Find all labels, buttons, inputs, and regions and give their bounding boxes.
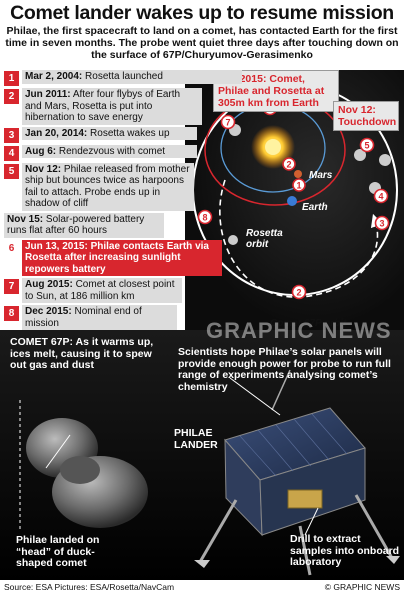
marker-3: 3 xyxy=(379,219,384,229)
marker-2: 2 xyxy=(296,288,301,298)
timeline-item: 3 Jan 20, 2014: Rosetta wakes up xyxy=(4,126,242,143)
marker-4: 4 xyxy=(378,192,383,202)
earth-planet xyxy=(287,196,297,206)
timeline-item: 5 Nov 12: Philae released from mother sh… xyxy=(4,162,242,211)
comet-caption: COMET 67P: As it warms up, ices melt, ca… xyxy=(10,336,154,371)
orbit-diagram: 6 7 8 5 4 3 2 1 2 Mars Earth xyxy=(192,84,398,300)
timeline-item: 7 Aug 2015: Comet at closest point to Su… xyxy=(4,278,242,303)
footer: Source: ESA Pictures: ESA/Rosetta/NavCam… xyxy=(0,580,404,594)
rosetta-orbit-path xyxy=(219,179,384,298)
timeline-item: Nov 15: Solar-powered battery runs flat … xyxy=(4,212,242,238)
timeline-item: 8 Dec 2015: Nominal end of mission xyxy=(4,305,242,330)
footer-source: Source: ESA Pictures: ESA/Rosetta/NavCam xyxy=(4,582,175,592)
timeline-item-highlight: 6 Jun 13, 2015: Philae contacts Earth vi… xyxy=(4,239,242,276)
watermark: GRAPHIC NEWS xyxy=(206,318,392,343)
timeline-item: 2 Jun 2011: After four flybys of Earth a… xyxy=(4,88,242,125)
rosetta-orbit-label: Rosetta orbit xyxy=(246,228,283,250)
marker-5: 5 xyxy=(364,141,369,151)
page-title: Comet lander wakes up to resume mission xyxy=(10,2,394,24)
comet-orbit-label: Comet 67P orbit xyxy=(270,318,347,329)
lander-label: PHILAE LANDER xyxy=(174,427,218,451)
timeline-item: 4 Aug 6: Rendezvous with comet xyxy=(4,144,242,161)
earth-label: Earth xyxy=(302,202,328,213)
drill-caption: Drill to extract samples into onboard la… xyxy=(290,533,400,568)
bottom-illustrations xyxy=(19,369,400,576)
footer-copyright: © GRAPHIC NEWS xyxy=(324,582,400,592)
landed-caption: Philae landed on “head” of duck-shaped c… xyxy=(16,534,100,569)
page-subtitle: Philae, the first spacecraft to land on … xyxy=(5,25,399,61)
timeline-item: 1 Mar 2, 2004: Rosetta launched xyxy=(4,70,242,86)
mars-label: Mars xyxy=(309,170,333,181)
marker-8: 8 xyxy=(202,213,207,223)
marker-7: 7 xyxy=(225,118,230,128)
mars-planet xyxy=(294,170,302,178)
timeline: 1 Mar 2, 2004: Rosetta launched 2 Jun 20… xyxy=(4,70,242,332)
comet-67p-image xyxy=(26,418,148,528)
marker-1: 1 xyxy=(296,181,301,191)
solar-caption: Scientists hope Philae’s solar panels wi… xyxy=(178,346,391,393)
philae-lander-image xyxy=(194,369,400,576)
callout-nov-12: Nov 12: Touchdown xyxy=(333,101,399,131)
marker-2b: 2 xyxy=(286,160,291,170)
